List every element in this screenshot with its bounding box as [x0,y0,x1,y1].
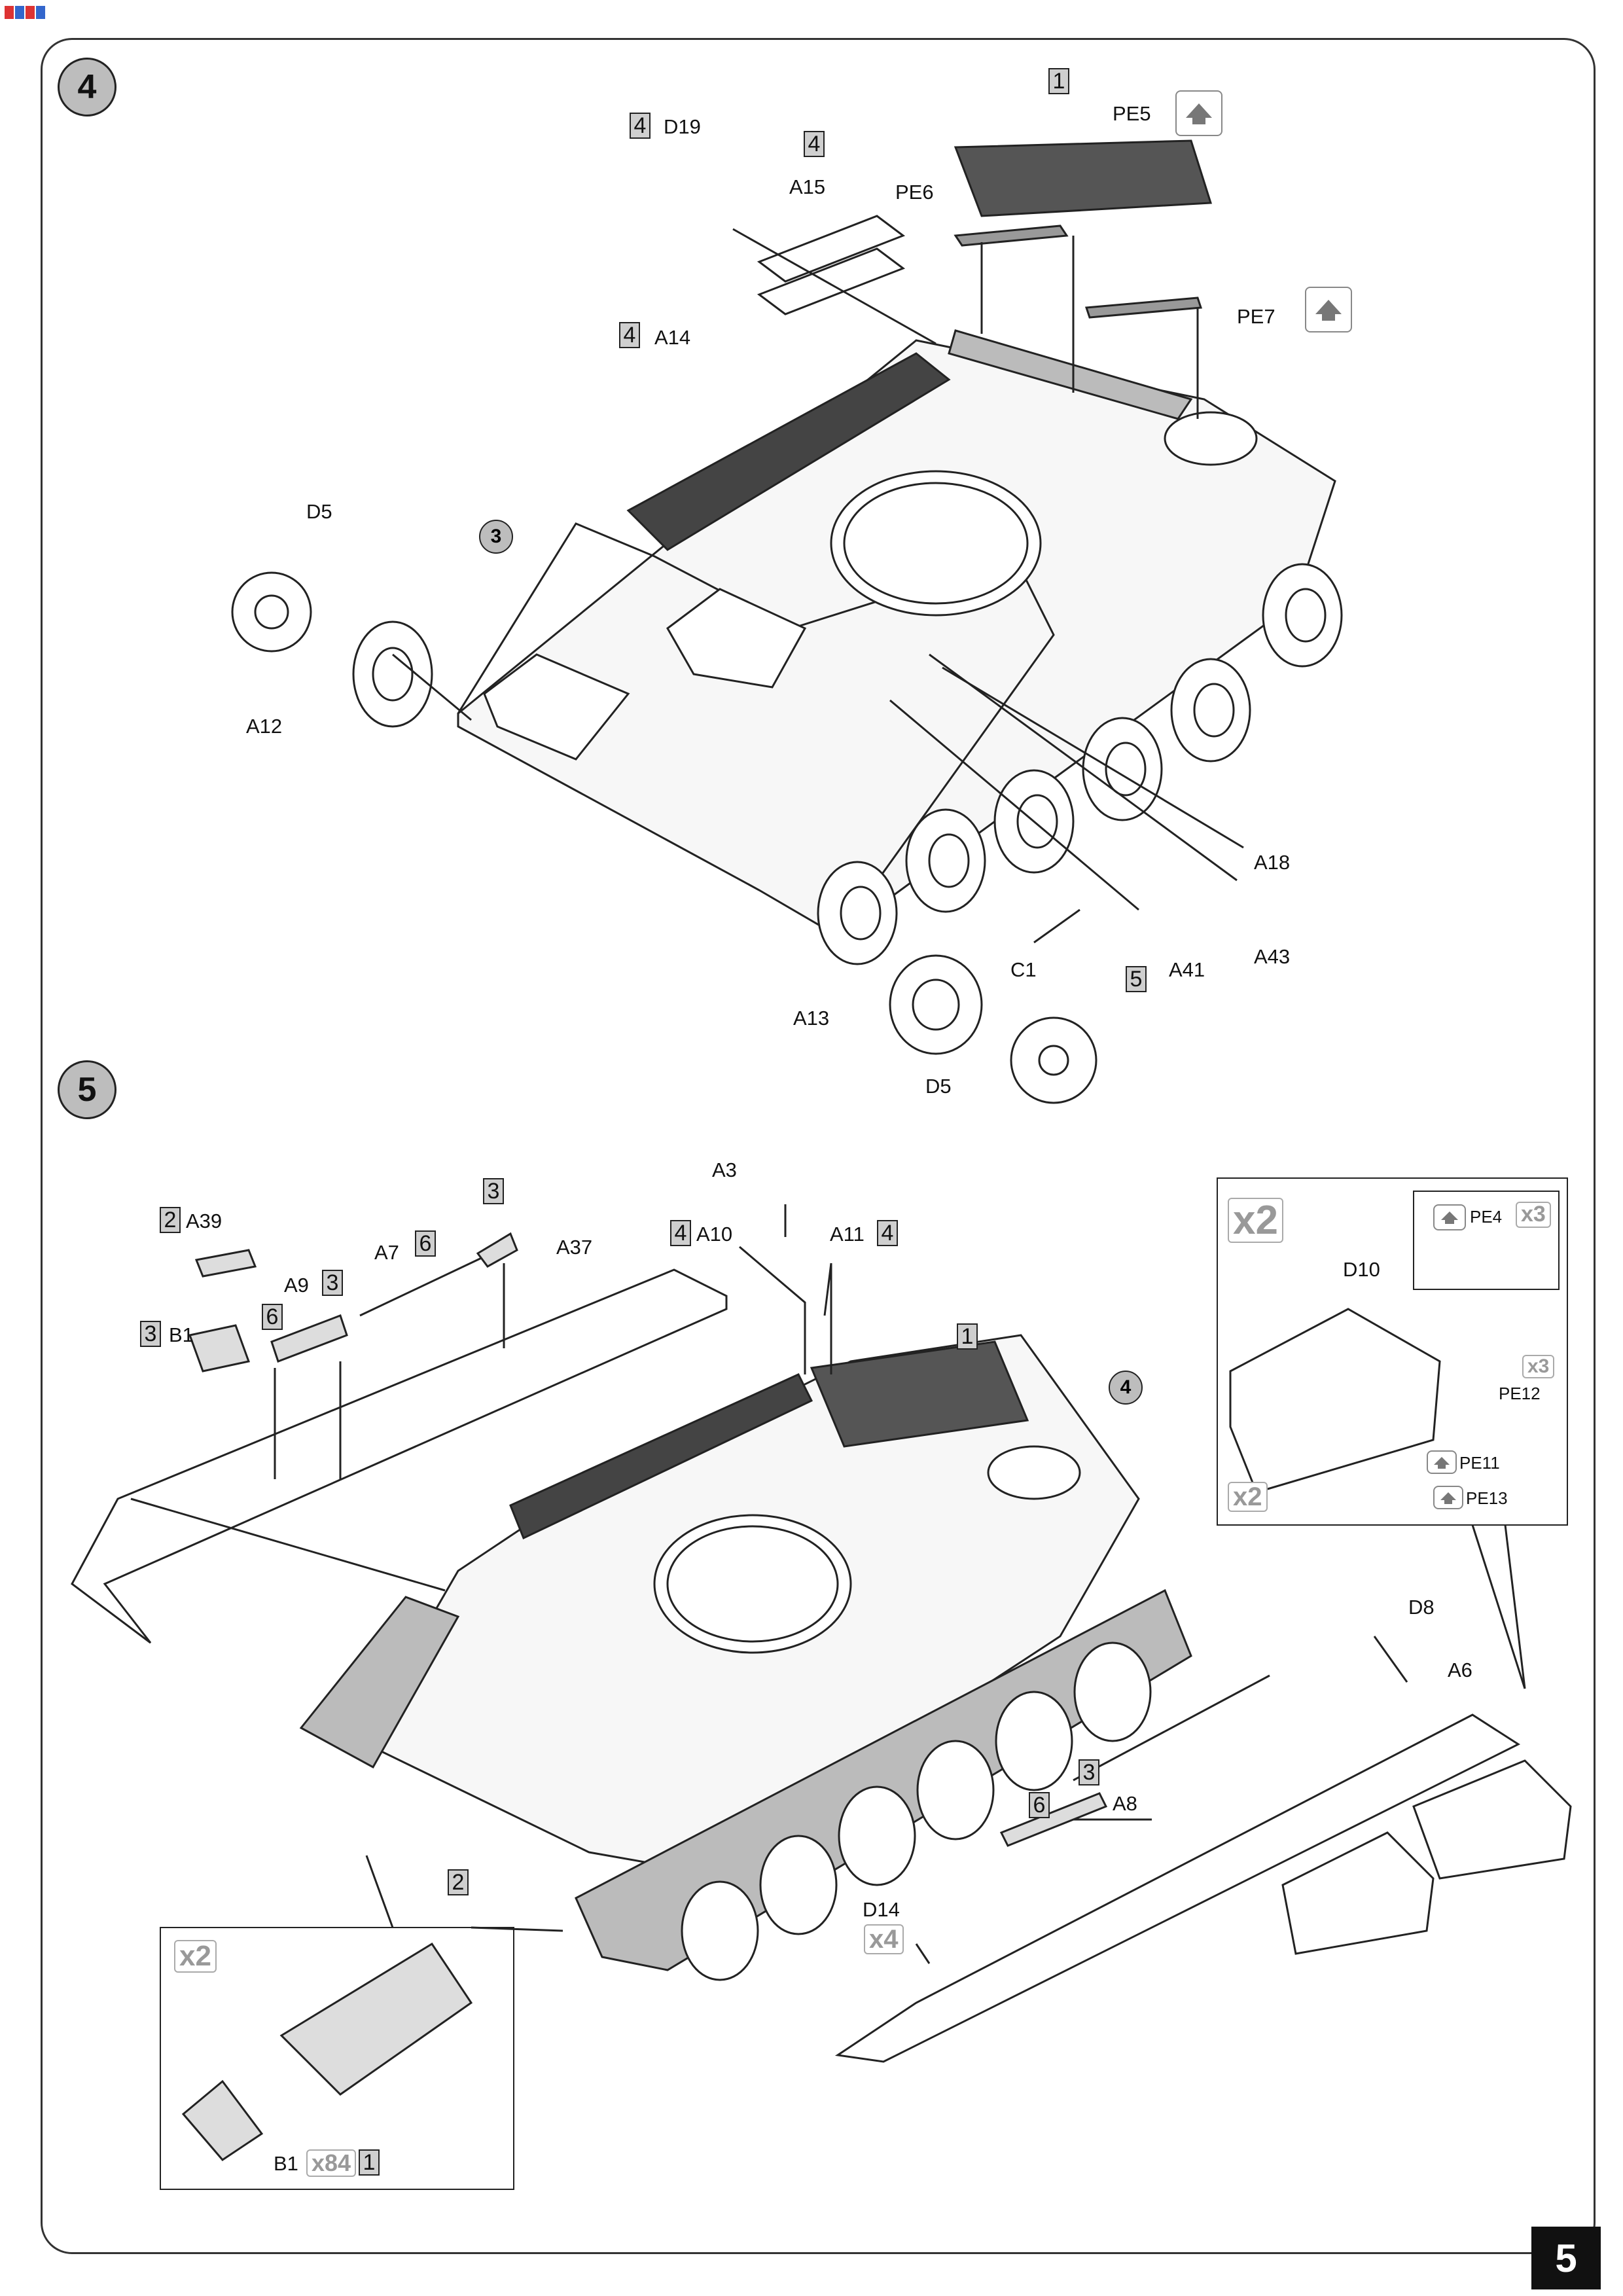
part-label-a9: A9 [284,1274,309,1297]
part-ref-box: 6 [262,1304,283,1330]
pe-badge [1433,1486,1463,1509]
part-ref-box: 5 [1126,966,1147,992]
quantity-badge: x4 [864,1924,904,1954]
part-label-a15: A15 [789,175,826,198]
page-frame [41,38,1596,2254]
part-ref-box: 6 [1029,1792,1050,1818]
part-label-pe12: PE12 [1499,1384,1541,1403]
part-ref-box: 2 [160,1207,181,1233]
part-label-a41: A41 [1169,958,1205,981]
part-label-b1: B1 [169,1323,194,1346]
part-label-a8: A8 [1113,1792,1137,1815]
part-label-a12: A12 [246,715,283,738]
part-label-pe5: PE5 [1113,102,1151,125]
part-label-d14: D14 [863,1898,900,1921]
part-ref-box: 3 [140,1321,161,1347]
part-label-pe6: PE6 [895,181,934,204]
part-ref-box: 1 [1048,68,1069,94]
part-ref-box: 1 [359,2149,380,2176]
part-label-pe7: PE7 [1237,305,1275,328]
part-label-pe13: PE13 [1466,1488,1508,1508]
part-label-a13: A13 [793,1007,830,1030]
part-ref-box: 3 [322,1270,343,1296]
part-label-a3: A3 [712,1158,737,1181]
part-label-d10: D10 [1343,1258,1380,1281]
part-label-a14: A14 [654,326,691,349]
part-label-b1-track: B1 [274,2152,298,2175]
pe-badge [1427,1450,1457,1474]
inset-multiplier: x2 [1228,1198,1283,1244]
part-label-d8: D8 [1408,1596,1435,1619]
quantity-badge: x84 [306,2149,357,2177]
part-ref-box: 4 [877,1220,898,1246]
part-label-pe11: PE11 [1459,1453,1500,1473]
brand-logo [5,6,45,19]
part-ref-box: 4 [619,322,640,348]
quantity-badge: x3 [1516,1202,1551,1228]
pe-badge [1433,1204,1466,1230]
arrow-up-icon [1186,103,1212,124]
part-ref-box: 3 [483,1178,504,1204]
part-label-d5: D5 [306,500,332,523]
arrow-up-icon [1441,1211,1458,1224]
part-label-d5-bottom: D5 [925,1075,952,1098]
part-ref-box: 4 [630,113,651,139]
part-label-a18: A18 [1254,851,1291,874]
part-label-a43: A43 [1254,945,1291,968]
part-label-pe4: PE4 [1470,1207,1503,1227]
part-ref-box: 2 [448,1869,469,1895]
part-label-d19: D19 [664,115,701,138]
step-5-number: 5 [58,1060,116,1119]
part-label-c1: C1 [1010,958,1037,981]
part-ref-box: 3 [1079,1759,1099,1785]
step-4-number: 4 [58,58,116,117]
part-label-a6: A6 [1448,1659,1472,1681]
quantity-badge: x3 [1522,1355,1555,1378]
sub-assembly-ref: 3 [479,520,513,554]
page-number: 5 [1531,2227,1601,2289]
part-ref-box: 4 [804,131,825,157]
part-label-a39: A39 [186,1210,223,1232]
arrow-up-icon [1440,1492,1456,1504]
part-label-a7: A7 [374,1241,399,1264]
pe-badge [1175,90,1222,136]
inset-sub-multiplier: x2 [1228,1482,1268,1512]
arrow-up-icon [1434,1457,1450,1469]
part-label-a37: A37 [556,1236,593,1259]
sub-assembly-ref: 4 [1109,1371,1143,1405]
part-label-a11: A11 [830,1223,865,1246]
arrow-up-icon [1315,300,1342,321]
pe-badge [1305,287,1352,332]
inset-multiplier: x2 [174,1940,217,1973]
part-label-a10: A10 [696,1223,733,1246]
part-ref-box: 4 [670,1220,691,1246]
part-ref-box: 1 [957,1323,978,1350]
part-ref-box: 6 [415,1230,436,1257]
